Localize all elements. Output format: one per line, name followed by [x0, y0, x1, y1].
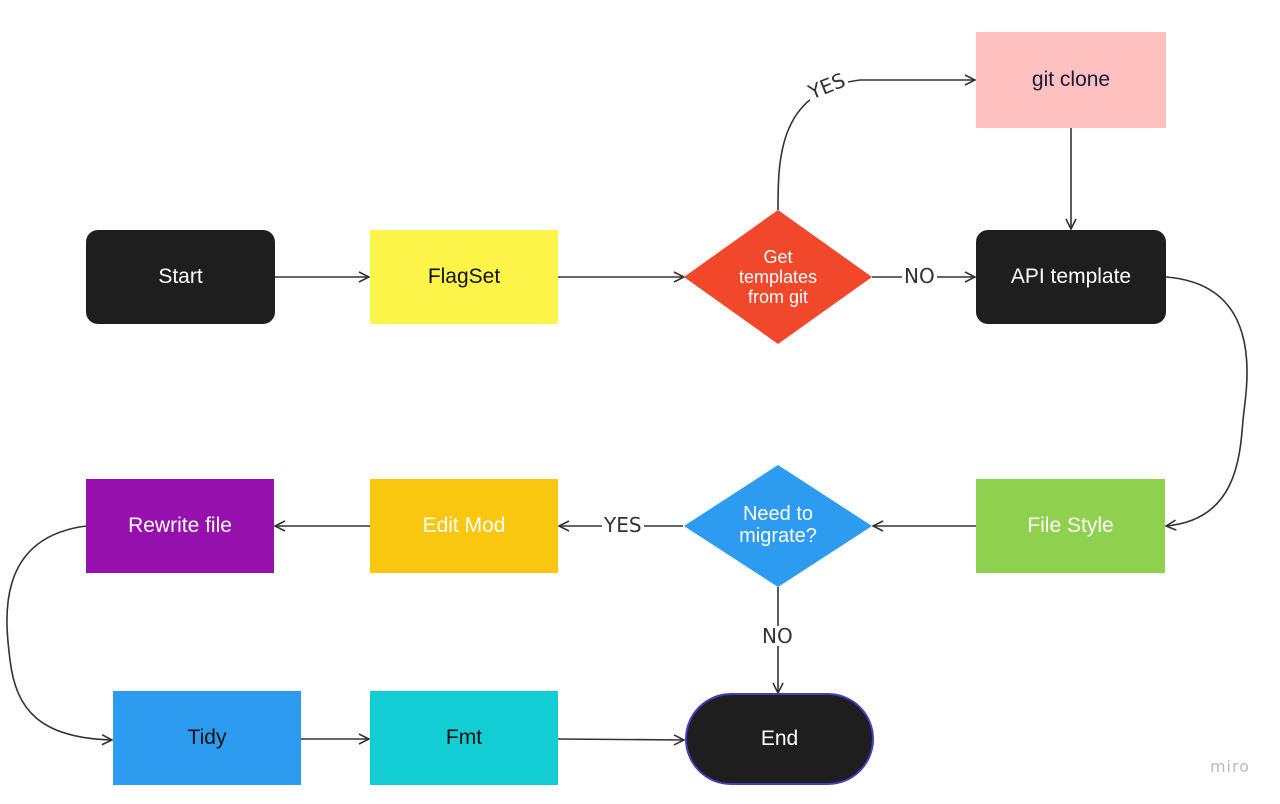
decision-git-line-2: templates [738, 267, 818, 288]
node-end[interactable]: End [685, 693, 874, 785]
edge-decision-git-yes [777, 80, 975, 211]
node-git-clone[interactable]: git clone [976, 32, 1166, 128]
decision-git-shape [684, 210, 872, 344]
edge-label-migrate-no: NO [760, 624, 795, 648]
node-edit-mod-label: Edit Mod [422, 514, 506, 537]
decision-migrate-text[interactable]: Need to migrate? [712, 495, 844, 555]
decision-git-line-3: from git [747, 286, 808, 307]
decision-migrate-line-2: migrate? [739, 525, 817, 547]
edge-label-git-no: NO [902, 264, 937, 288]
edge-api-filestyle [1166, 276, 1248, 526]
node-rewrite-file-label: Rewrite file [128, 514, 232, 537]
node-file-style-label: File Style [1027, 514, 1114, 537]
node-fmt[interactable]: Fmt [370, 691, 558, 785]
node-git-clone-label: git clone [1031, 68, 1111, 91]
node-start[interactable]: Start [86, 230, 275, 324]
node-edit-mod[interactable]: Edit Mod [370, 479, 558, 573]
node-fmt-label: Fmt [445, 726, 483, 749]
node-tidy-label: Tidy [187, 726, 227, 749]
node-api-template[interactable]: API template [976, 230, 1166, 324]
node-tidy[interactable]: Tidy [113, 691, 301, 785]
miro-watermark: miro [1209, 757, 1250, 776]
node-flagset-label: FlagSet [427, 265, 501, 288]
decision-migrate-line-1: Need to [742, 503, 814, 525]
decision-git-text[interactable]: Get templates from git [706, 238, 850, 318]
node-flagset[interactable]: FlagSet [370, 230, 558, 324]
edge-fmt-end [557, 739, 684, 740]
node-rewrite-file[interactable]: Rewrite file [86, 479, 274, 573]
decision-migrate-shape [684, 465, 872, 587]
decision-git-line-1: Get [763, 247, 793, 268]
node-end-label: End [760, 727, 799, 750]
node-file-style[interactable]: File Style [976, 479, 1165, 573]
edge-label-migrate-yes: YES [602, 513, 644, 537]
node-start-label: Start [158, 265, 203, 288]
edge-rewrite-tidy [6, 525, 112, 740]
node-api-template-label: API template [1010, 265, 1132, 288]
